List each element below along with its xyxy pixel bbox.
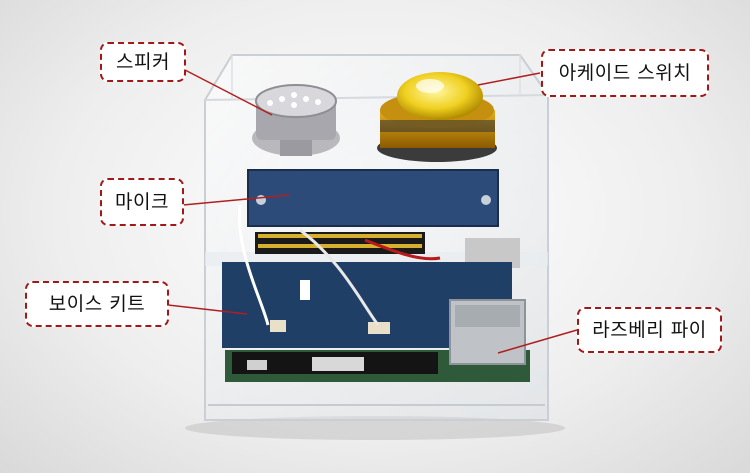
raspberry-pi-leader-line (497, 329, 578, 354)
arcade-switch-component (377, 72, 497, 162)
speaker-leader-line (184, 69, 273, 116)
raspberry-pi-label: 라즈베리 파이 (577, 307, 722, 353)
mic-leader-line (182, 194, 291, 206)
arcade-switch-label: 아케이드 스위치 (541, 49, 709, 97)
voice-kit-leader-line (167, 304, 248, 315)
mic-label: 마이크 (100, 178, 184, 226)
speaker-component (252, 84, 340, 156)
floor-shadow (185, 416, 565, 440)
speaker-label: 스피커 (100, 42, 186, 82)
voice-kit-label: 보이스 키트 (25, 281, 169, 327)
raspberry-pi-board (225, 299, 530, 382)
leader-lines (167, 69, 578, 354)
arcade-switch-leader-line (477, 72, 541, 86)
microphone-component (247, 169, 499, 227)
